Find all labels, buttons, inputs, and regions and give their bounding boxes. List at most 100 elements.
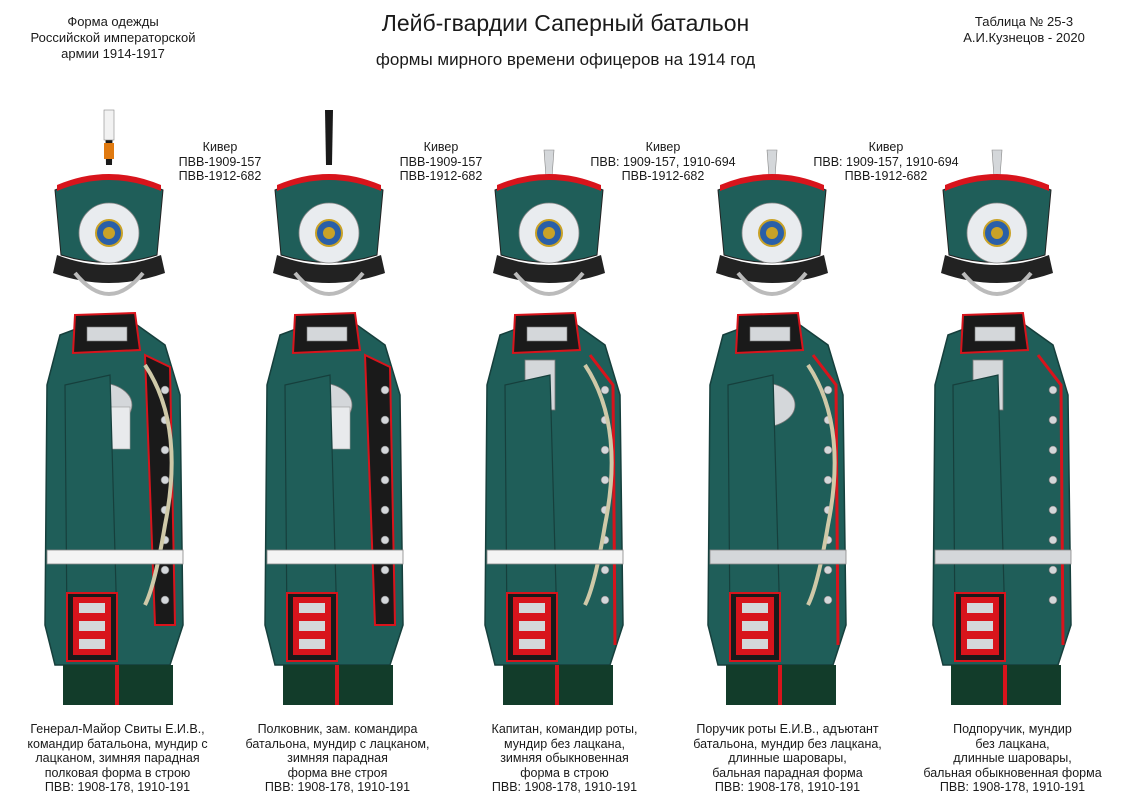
header-series-info: Форма одежды Российской императорской ар… bbox=[18, 14, 208, 62]
caption-1: Генерал-Майор Свиты Е.И.В., командир бат… bbox=[5, 722, 230, 795]
collar-lace bbox=[306, 326, 348, 342]
caption-line: Капитан, командир роты, bbox=[491, 722, 638, 736]
caption-line: командир батальона, мундир с bbox=[27, 736, 208, 751]
button bbox=[380, 565, 390, 575]
collar-lace bbox=[86, 326, 128, 342]
kiver-top-band bbox=[497, 174, 601, 191]
trouser-stripe bbox=[335, 665, 339, 705]
caption-line: зимняя парадная bbox=[287, 751, 388, 766]
sleeve bbox=[64, 374, 118, 631]
button bbox=[1048, 445, 1058, 455]
belt-sash bbox=[709, 549, 847, 565]
button bbox=[160, 595, 170, 605]
caption-line: бальная парадная форма bbox=[712, 765, 863, 780]
sleeve bbox=[727, 374, 781, 631]
cuff-lace bbox=[519, 639, 545, 649]
kiver-visor bbox=[493, 255, 605, 283]
sleeve bbox=[284, 374, 338, 631]
kiver-label-line: ПВВ-1909-157 bbox=[399, 154, 483, 169]
button bbox=[380, 475, 390, 485]
belt-sash bbox=[266, 549, 404, 565]
plume-holder bbox=[991, 149, 1003, 178]
cuff-lace bbox=[79, 621, 105, 631]
caption-3: Капитан, командир роты, мундир без лацка… bbox=[452, 722, 677, 795]
caption-line: зимняя обыкновенная bbox=[500, 751, 629, 766]
kiver-eagle bbox=[103, 227, 115, 239]
header-table-info: Таблица № 25-3 А.И.Кузнецов - 2020 bbox=[939, 14, 1109, 46]
belt-sash bbox=[486, 549, 624, 565]
button bbox=[380, 445, 390, 455]
button bbox=[600, 445, 610, 455]
button bbox=[1048, 475, 1058, 485]
button bbox=[1048, 595, 1058, 605]
aiguillette bbox=[583, 363, 614, 606]
kiver-chinscale bbox=[513, 271, 585, 296]
cuff-lace bbox=[742, 639, 768, 649]
kiver-top-band bbox=[277, 174, 381, 191]
cuff-lace bbox=[79, 639, 105, 649]
kiver-label-1: Кивер ПВВ-1909-157 ПВВ-1912-682 bbox=[135, 140, 305, 184]
trouser-stripe bbox=[778, 665, 782, 705]
caption-line: батальона, мундир с лацканом, bbox=[245, 736, 430, 751]
kiver-chinscale bbox=[293, 271, 365, 296]
page-title: Лейб-гвардии Саперный батальон bbox=[381, 10, 750, 36]
uniform-figure-3 bbox=[445, 105, 670, 705]
kiver-label-line: ПВВ: 1909-157, 1910-694 bbox=[590, 154, 736, 169]
button bbox=[1048, 535, 1058, 545]
kiver-eagle bbox=[766, 227, 778, 239]
button bbox=[823, 385, 833, 395]
kiver-label-line: ПВВ: 1909-157, 1910-694 bbox=[813, 154, 959, 169]
header-right-line: А.И.Кузнецов - 2020 bbox=[963, 30, 1085, 45]
collar-lace bbox=[974, 326, 1016, 342]
trouser-stripe bbox=[555, 665, 559, 705]
kiver-chinscale bbox=[736, 271, 808, 296]
caption-line: ПВВ: 1908-178, 1910-191 bbox=[264, 780, 411, 795]
caption-line: бальная обыкновенная форма bbox=[923, 765, 1102, 780]
kiver-label-line: ПВВ-1912-682 bbox=[178, 169, 262, 183]
uniform-illustration bbox=[264, 110, 404, 705]
aiguillette bbox=[806, 363, 837, 606]
plume bbox=[325, 110, 333, 165]
uniform-illustration bbox=[932, 149, 1072, 705]
cuff-lace bbox=[519, 603, 545, 613]
caption-line: Генерал-Майор Свиты Е.И.В., bbox=[30, 722, 205, 736]
uniform-illustration bbox=[484, 149, 624, 705]
caption-line: форма вне строя bbox=[287, 765, 388, 780]
cuff-lace bbox=[967, 603, 993, 613]
kiver-eagle bbox=[543, 227, 555, 239]
cuff-lace bbox=[299, 639, 325, 649]
collar-lace bbox=[526, 326, 568, 342]
button bbox=[823, 565, 833, 575]
uniform-illustration bbox=[707, 149, 847, 705]
kiver-top-band bbox=[945, 174, 1049, 191]
header-left-line: Российской императорской bbox=[30, 30, 196, 45]
kiver-label-4: Кивер ПВВ: 1909-157, 1910-694 ПВВ-1912-6… bbox=[801, 140, 971, 184]
uniform-figure-1 bbox=[5, 105, 230, 705]
caption-line: ПВВ: 1908-178, 1910-191 bbox=[44, 780, 191, 795]
kiver-label-line: Кивер bbox=[202, 140, 238, 154]
header-left-line: Форма одежды bbox=[67, 14, 159, 29]
button bbox=[160, 565, 170, 575]
kiver-eagle bbox=[323, 227, 335, 239]
button bbox=[823, 475, 833, 485]
cuff-lace bbox=[742, 603, 768, 613]
uniform-figure-5 bbox=[893, 105, 1118, 705]
button bbox=[600, 385, 610, 395]
caption-line: Подпоручик, мундир bbox=[953, 722, 1072, 736]
button bbox=[380, 595, 390, 605]
caption-5: Подпоручик, мундир без лацкана, длинные … bbox=[900, 722, 1125, 795]
button bbox=[823, 445, 833, 455]
caption-line: ПВВ: 1908-178, 1910-191 bbox=[714, 780, 861, 795]
caption-line: ПВВ: 1908-178, 1910-191 bbox=[491, 780, 638, 795]
uniform-illustration bbox=[44, 109, 184, 705]
sleeve bbox=[504, 374, 558, 631]
cuff-lace bbox=[299, 621, 325, 631]
kiver-label-line: Кивер bbox=[645, 140, 681, 154]
button bbox=[1048, 565, 1058, 575]
kiver-top-band bbox=[720, 174, 824, 191]
button bbox=[380, 535, 390, 545]
button bbox=[823, 595, 833, 605]
cuff-lace bbox=[967, 639, 993, 649]
button bbox=[600, 565, 610, 575]
caption-line: ПВВ: 1908-178, 1910-191 bbox=[939, 780, 1086, 795]
